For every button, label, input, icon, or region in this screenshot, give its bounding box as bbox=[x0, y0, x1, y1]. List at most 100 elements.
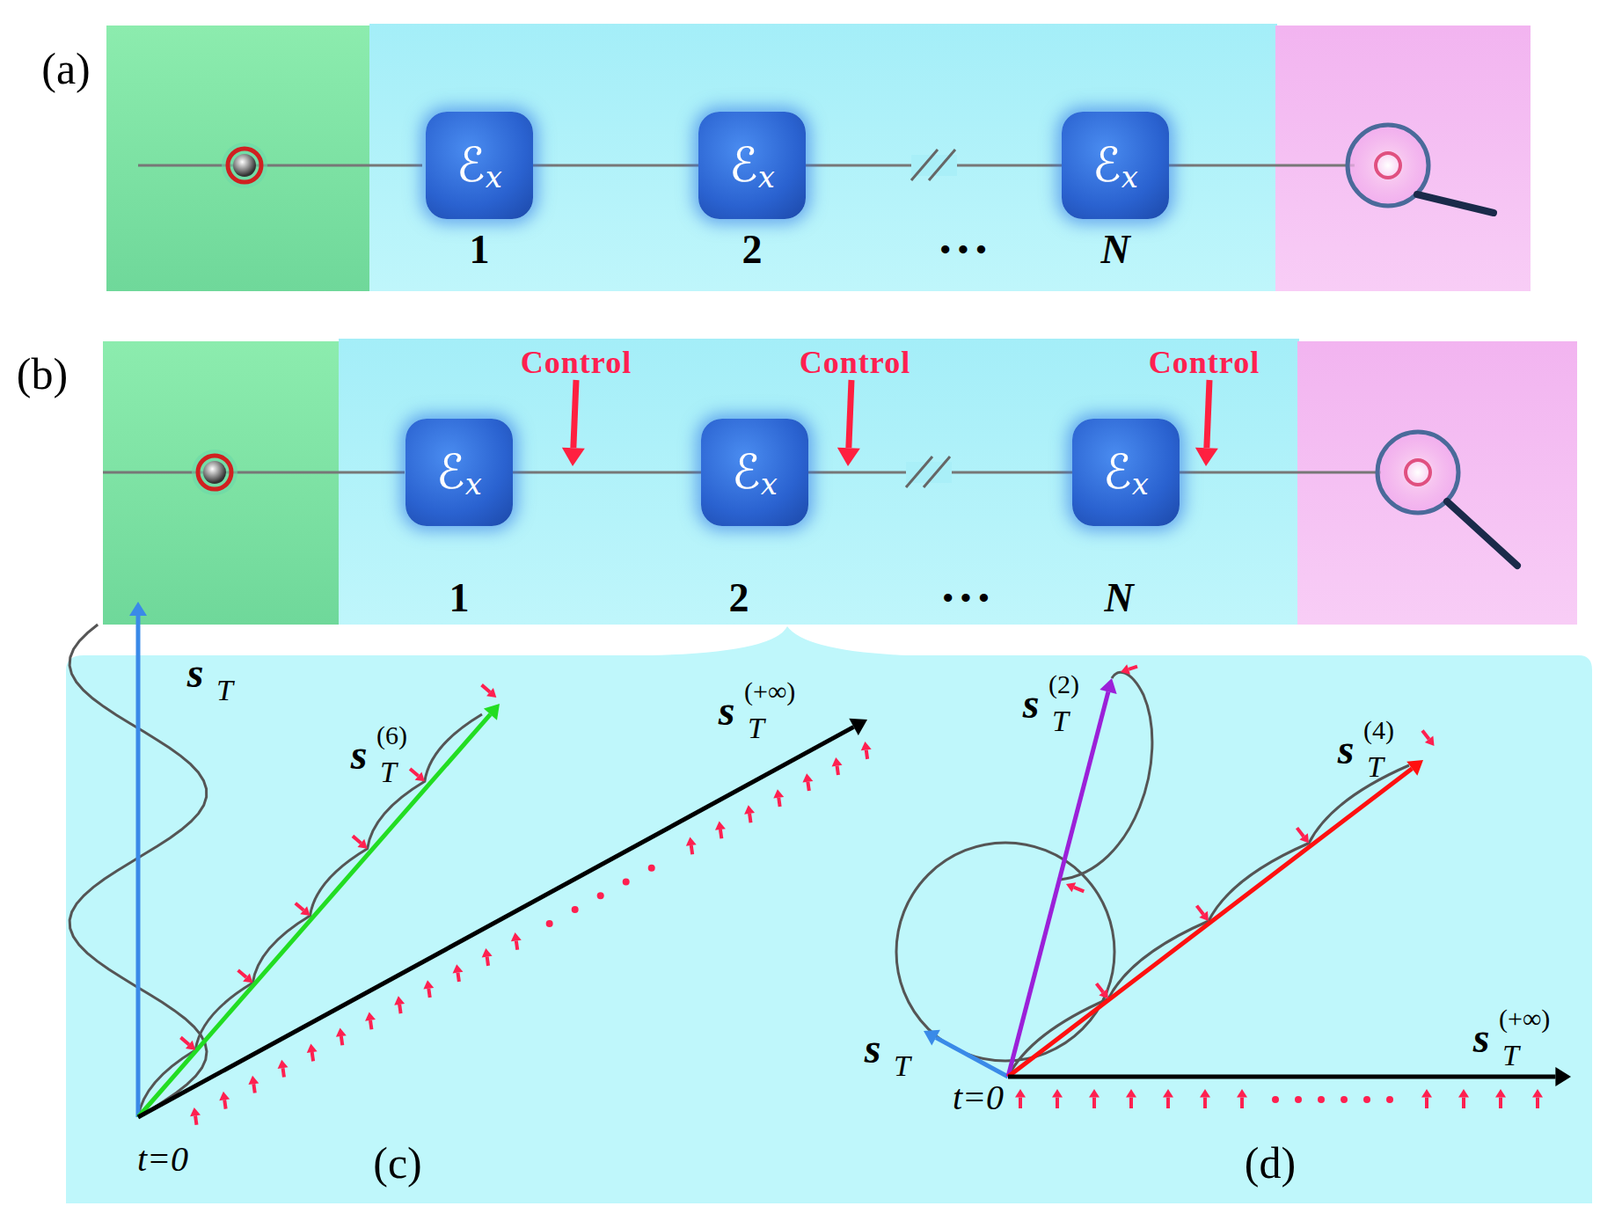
control-kick bbox=[487, 957, 489, 966]
arrowhead bbox=[1098, 988, 1109, 999]
dot bbox=[648, 864, 656, 872]
break-mark bbox=[905, 149, 958, 488]
control-kick bbox=[253, 1083, 255, 1093]
channel-box: ℰx bbox=[425, 111, 534, 220]
control-kick bbox=[428, 988, 430, 998]
state-vectors bbox=[129, 601, 1571, 1118]
control-kick bbox=[1424, 1097, 1429, 1109]
vector-arrow bbox=[1008, 768, 1412, 1077]
channel-subscript: x bbox=[760, 468, 778, 499]
time-label: t=0 bbox=[137, 1141, 189, 1177]
arrowhead bbox=[686, 837, 697, 847]
stage-number: N bbox=[1103, 577, 1133, 619]
wire-connector bbox=[533, 164, 699, 168]
vector-arrow bbox=[1008, 1074, 1556, 1080]
arrowhead bbox=[1458, 1088, 1469, 1098]
channel-symbol: ℰ bbox=[456, 141, 486, 190]
arrowhead bbox=[1236, 1088, 1248, 1098]
arrowhead bbox=[1120, 664, 1131, 674]
arrowhead bbox=[483, 703, 500, 721]
vector-symbol: s bbox=[1473, 1016, 1491, 1060]
channel-box: ℰx bbox=[701, 418, 809, 527]
control-kick bbox=[224, 1099, 226, 1109]
control-label: Control bbox=[520, 346, 632, 379]
panel-label: (d) bbox=[1244, 1140, 1296, 1185]
stage-number: 2 bbox=[729, 577, 750, 619]
vector-symbol: s bbox=[1337, 728, 1355, 771]
control-kick bbox=[409, 768, 418, 776]
control-kick bbox=[691, 845, 693, 855]
control-kick bbox=[837, 766, 839, 775]
vector-symbol: s bbox=[864, 1027, 882, 1070]
vector-subscript: T bbox=[379, 757, 397, 788]
arrowhead bbox=[1088, 1088, 1100, 1098]
vector-superscript: (+∞) bbox=[1498, 1005, 1550, 1032]
vector-superscript: (4) bbox=[1363, 716, 1395, 744]
control-kick bbox=[1018, 1097, 1023, 1109]
dot bbox=[1317, 1095, 1325, 1104]
control-kick bbox=[1498, 1097, 1503, 1109]
ellipsis: • • • bbox=[942, 583, 990, 614]
stage-number: 2 bbox=[742, 229, 763, 271]
vector-symbol: s bbox=[718, 689, 736, 732]
arrowhead bbox=[248, 1075, 259, 1085]
control-kick bbox=[749, 813, 751, 823]
ellipsis: • • • bbox=[940, 234, 987, 265]
dot bbox=[1363, 1095, 1371, 1104]
arrowhead bbox=[1424, 736, 1435, 746]
control-kick bbox=[1203, 1097, 1207, 1109]
channel-box: ℰx bbox=[1061, 111, 1169, 220]
arrowhead bbox=[923, 1030, 941, 1046]
vector-arrow bbox=[138, 726, 855, 1118]
arrowhead bbox=[394, 995, 405, 1005]
arrowhead bbox=[1099, 678, 1117, 695]
arrowhead bbox=[423, 979, 434, 989]
trajectory-curves bbox=[69, 624, 1410, 1118]
vector-arrow bbox=[136, 615, 141, 1118]
control-arrow bbox=[573, 379, 577, 448]
control-label: Control bbox=[1148, 346, 1260, 379]
panel-label: (b) bbox=[16, 351, 68, 396]
vector-symbol: s bbox=[350, 733, 368, 776]
arrowhead bbox=[1495, 1088, 1506, 1098]
arrowhead bbox=[562, 447, 585, 467]
channel-subscript: x bbox=[485, 161, 503, 192]
control-kick bbox=[1092, 1097, 1096, 1109]
stage-number: 1 bbox=[469, 229, 490, 271]
arrowhead bbox=[861, 741, 872, 751]
arrowhead bbox=[299, 905, 310, 916]
arrowhead bbox=[832, 757, 843, 767]
arrowhead bbox=[511, 932, 522, 942]
arrowhead bbox=[1555, 1066, 1571, 1087]
control-kick bbox=[399, 1004, 401, 1014]
control-label: Control bbox=[799, 346, 911, 379]
vector-arrow bbox=[935, 1037, 1009, 1077]
channel-symbol: ℰ bbox=[436, 448, 466, 497]
time-label: t=0 bbox=[952, 1080, 1004, 1116]
trajectory-curve bbox=[896, 842, 1115, 1061]
dot bbox=[571, 905, 579, 914]
channel-subscript: x bbox=[465, 468, 483, 499]
control-kick bbox=[1461, 1097, 1466, 1109]
arrowhead bbox=[1198, 911, 1209, 921]
stage-number: 1 bbox=[449, 577, 470, 619]
arrowhead bbox=[1162, 1088, 1174, 1098]
arrowhead bbox=[129, 601, 147, 616]
arrowhead bbox=[744, 804, 755, 814]
control-kick bbox=[1073, 887, 1084, 892]
arrowhead bbox=[185, 1040, 196, 1051]
control-kick bbox=[807, 781, 809, 791]
control-kick bbox=[1535, 1097, 1540, 1109]
panel-label: (c) bbox=[372, 1140, 423, 1185]
control-kick bbox=[516, 941, 518, 950]
channel-box: ℰx bbox=[405, 418, 513, 527]
vector-arrow bbox=[138, 714, 490, 1118]
dot bbox=[546, 920, 554, 928]
control-kick bbox=[341, 1036, 343, 1045]
arrowhead bbox=[1125, 1088, 1137, 1098]
dot bbox=[1340, 1095, 1348, 1104]
dot bbox=[597, 891, 605, 899]
arrowhead bbox=[452, 964, 464, 973]
arrowhead bbox=[365, 1011, 376, 1021]
